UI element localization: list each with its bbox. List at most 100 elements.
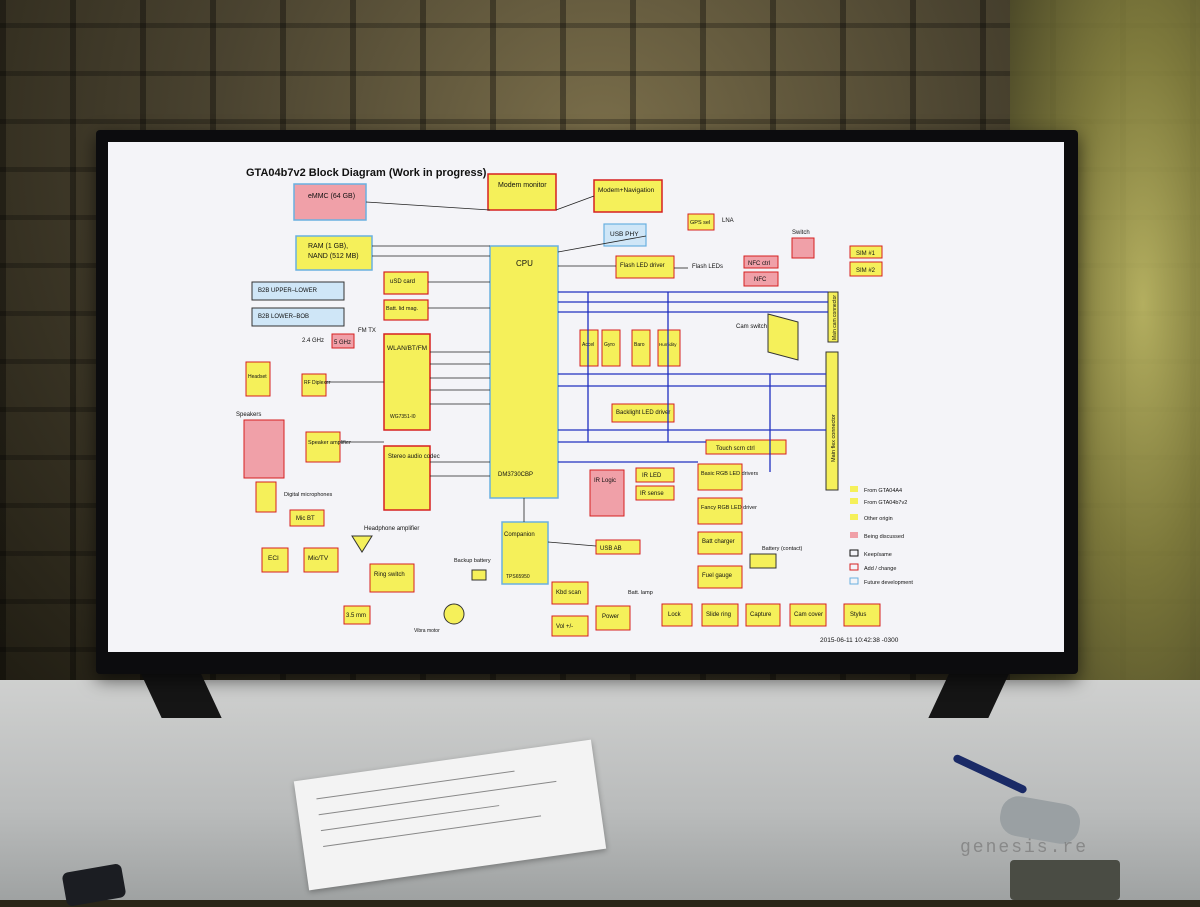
legend-other: Other origin [864, 516, 893, 522]
mic-bt-block [289, 509, 325, 527]
slide-ring-label: Slide ring [706, 612, 731, 618]
ghz24-label: 2.4 GHz [302, 338, 324, 344]
watermark: genesis.re [960, 838, 1089, 858]
b2b-lower-label: B2B LOWER–BOB [258, 314, 309, 320]
usb-ab-block [595, 539, 641, 555]
eci-block [261, 547, 289, 573]
humidity-block [657, 329, 681, 367]
fancy-led-block [697, 497, 743, 525]
legend-future: Future development [864, 580, 913, 586]
companion-part: TPS65950 [506, 574, 530, 580]
stereo-codec-block [383, 445, 431, 511]
digital-mics-label: Digital microphones [284, 492, 333, 498]
sim2-label: SIM #2 [856, 268, 876, 274]
basic-led-label: Basic RGB LED drivers [701, 471, 758, 477]
eci-label: ECI [268, 555, 279, 562]
slide-ring-block [701, 603, 739, 627]
modem-nav-block [593, 179, 663, 213]
ir-led-block [635, 467, 675, 483]
nand-label: NAND (512 MB) [308, 253, 359, 260]
kbd-scan-block [551, 581, 589, 605]
legend-swatch-gta04 [850, 486, 858, 492]
modem-monitor-label: Modem monitor [498, 182, 547, 189]
usb-phy-label: USB PHY [610, 231, 639, 238]
nfc-block [743, 271, 779, 287]
basic-led-block [697, 463, 743, 491]
cam-cover-label: Cam cover [794, 612, 823, 618]
b2b-upper-block [251, 281, 345, 301]
main-cam-connector [827, 291, 839, 343]
legend-keep: Keep/same [864, 552, 892, 558]
stylus-label: Stylus [850, 612, 866, 618]
modem-monitor-block [487, 173, 557, 211]
b2b-lower-block [251, 307, 345, 327]
device-board [1010, 860, 1120, 900]
kbd-scan-label: Kbd scan [556, 590, 581, 596]
lock-block [661, 603, 693, 627]
bus-lines [558, 291, 828, 472]
mic-bt-label: Mic BT [296, 516, 315, 522]
speaker-amp-block [305, 431, 341, 463]
usd-card-label: uSD card [390, 279, 415, 285]
power-label: Power [602, 614, 619, 620]
mic-tv-label: Mic/TV [308, 555, 329, 562]
ring-switch-block [369, 563, 415, 593]
touch-ctrl-block [705, 439, 787, 455]
companion-block [501, 521, 549, 585]
capture-label: Capture [750, 612, 772, 618]
emmc-label: eMMC (64 GB) [308, 193, 355, 200]
usb-ab-label: USB AB [600, 546, 622, 552]
ghz5-label: 5 GHz [334, 340, 351, 346]
speaker-amp-label: Speaker amplifier [308, 440, 351, 446]
batt-charger-label: Batt charger [702, 539, 735, 545]
main-flex-label: Main flex connector [831, 414, 837, 462]
usd-card-block [383, 271, 429, 295]
baro-block [631, 329, 651, 367]
ram-label: RAM (1 GB), [308, 243, 348, 250]
capture-block [745, 603, 781, 627]
battery-contact-icon [749, 553, 777, 569]
rf-diplexer-block [301, 373, 327, 397]
batt-lid-block [383, 299, 429, 321]
batt-lamp-label: Batt. lamp [628, 590, 653, 596]
lna-label: LNA [722, 218, 734, 224]
nfc-ctrl-block [743, 255, 779, 269]
headset-label: Headset [248, 374, 267, 380]
legend-discussed: Being discussed [864, 534, 904, 540]
cam-switch-label: Cam switch [736, 324, 767, 330]
legend-gta04b7: From GTA04b7v2 [864, 500, 907, 506]
cpu-part: DM3730CBP [498, 472, 533, 478]
vol-label: Vol +/- [556, 624, 573, 630]
fuel-gauge-label: Fuel gauge [702, 573, 733, 579]
switch-label: Switch [792, 230, 810, 236]
fm-tx-label: FM TX [358, 328, 376, 334]
vol-block [551, 615, 589, 637]
mic-icon [255, 481, 277, 513]
flash-led-label: Flash LED driver [620, 263, 665, 269]
ring-switch-label: Ring switch [374, 572, 405, 578]
ghz5-block [331, 333, 355, 349]
cam-cover-block [789, 603, 827, 627]
signal-lines [326, 195, 688, 547]
cpu-block [489, 245, 559, 499]
backlight-block [611, 403, 675, 423]
baro-label: Baro [634, 342, 645, 348]
companion-label: Companion [504, 532, 535, 538]
rf-diplexer-label: RF Diplexer [304, 380, 331, 386]
speakers-label: Speakers [236, 412, 261, 418]
cpu-label: CPU [516, 259, 533, 268]
ir-logic-block [589, 469, 625, 517]
wlan-label: WLAN/BT/FM [387, 345, 427, 352]
ir-led-label: IR LED [642, 473, 662, 479]
battery-icon [471, 569, 487, 581]
batt-charger-block [697, 531, 743, 555]
sim2-block [849, 261, 883, 277]
gyro-label: Gyro [604, 342, 615, 348]
nfc-label: NFC [754, 277, 767, 283]
legend-swatch-other [850, 514, 858, 520]
main-cam-label: Main cam connector [832, 295, 838, 340]
stylus-block [843, 603, 881, 627]
gps-sel-block [687, 213, 715, 231]
accel-block [579, 329, 599, 367]
backup-battery-label: Backup battery [454, 558, 491, 564]
